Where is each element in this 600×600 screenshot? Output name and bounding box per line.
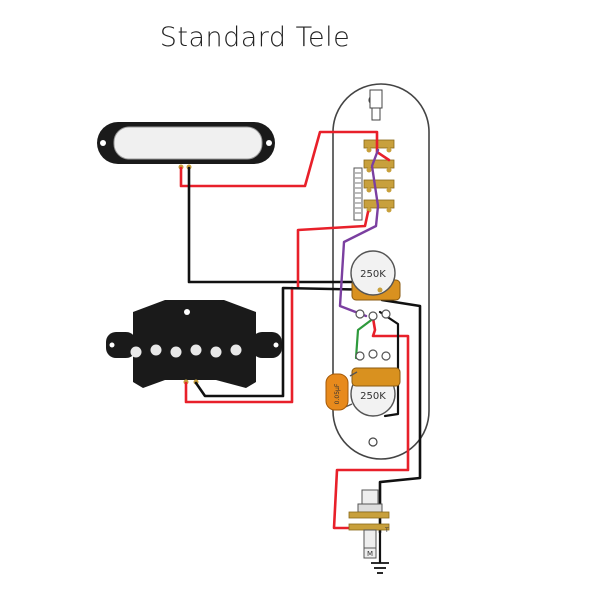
switch-lug-row-1 xyxy=(363,139,395,149)
jack-tip-label: T xyxy=(384,527,389,534)
plate-screw-bottom xyxy=(368,437,378,447)
volume-pot: 250K xyxy=(350,250,401,321)
tone-pot-lug-3 xyxy=(381,351,391,361)
pole-piece-3 xyxy=(170,346,182,358)
tone-pot-lug-1 xyxy=(355,351,365,361)
bridge-hot-wire xyxy=(296,210,370,290)
volume-pot-lug-3 xyxy=(381,309,391,319)
pole-piece-1 xyxy=(130,346,142,358)
tone-pot-value: 250K xyxy=(360,391,386,402)
pole-piece-6 xyxy=(230,344,242,356)
bridge-pickup xyxy=(106,300,282,388)
jack-hot-wire xyxy=(332,316,410,530)
neck-pickup-screw-left xyxy=(100,140,106,146)
pole-piece-5 xyxy=(210,346,222,358)
volume-pot-value: 250K xyxy=(360,269,386,280)
jack-ground-wire xyxy=(378,298,422,534)
neck-pickup-screw-right xyxy=(266,140,272,146)
switch-lug-row-2 xyxy=(363,159,395,169)
volume-pot-lug-2 xyxy=(368,311,378,321)
wires xyxy=(179,130,422,564)
switch-output-wire xyxy=(338,148,380,318)
tone-wire xyxy=(354,316,376,360)
tone-capacitor: 0.05µF xyxy=(325,371,358,411)
ground-icon xyxy=(371,562,389,574)
bridge-ground-wire xyxy=(194,286,382,398)
pole-piece-4 xyxy=(190,344,202,356)
three-way-switch xyxy=(353,89,395,221)
pole-piece-2 xyxy=(150,344,162,356)
output-jack: T M xyxy=(348,489,390,559)
bridge-hot-red-lower xyxy=(184,286,294,404)
volume-pot-lug-1 xyxy=(355,309,365,319)
switch-lug-row-3 xyxy=(363,179,395,189)
tone-pot: 250K xyxy=(350,349,401,417)
tone-pot-lug-2 xyxy=(368,349,378,359)
jack-sleeve-label: M xyxy=(367,550,373,558)
neck-pickup xyxy=(97,122,275,170)
diagram-title: Standard Tele xyxy=(159,22,351,53)
capacitor-value: 0.05µF xyxy=(334,383,341,404)
